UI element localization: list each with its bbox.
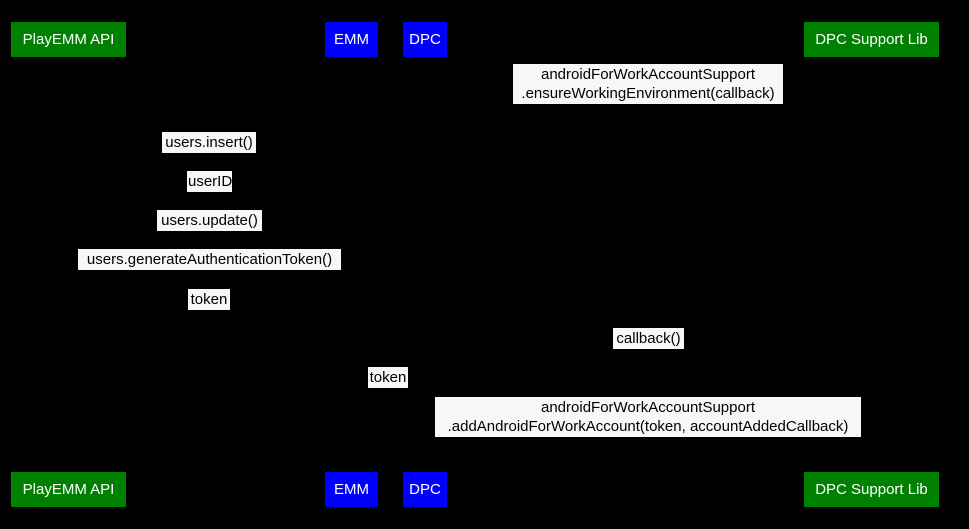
message-userid: userID [187, 171, 233, 192]
actor-label: EMM [334, 481, 369, 498]
actor-label: PlayEMM API [22, 31, 115, 48]
actor-dpc-bottom[interactable]: DPC [403, 472, 447, 507]
actor-label: DPC [409, 481, 441, 498]
actor-emm-bottom[interactable]: EMM [325, 472, 378, 507]
message-add-android-for-work-account: androidForWorkAccountSupport .addAndroid… [435, 397, 861, 437]
actor-dpc-top[interactable]: DPC [403, 22, 447, 57]
actor-playemm-api-top[interactable]: PlayEMM API [11, 22, 126, 57]
message-users-insert: users.insert() [162, 132, 256, 153]
message-ensure-working-environment: androidForWorkAccountSupport .ensureWork… [513, 64, 783, 104]
actor-emm-top[interactable]: EMM [325, 22, 378, 57]
message-users-generate-authentication-token: users.generateAuthenticationToken() [78, 249, 341, 270]
actor-playemm-api-bottom[interactable]: PlayEMM API [11, 472, 126, 507]
message-callback: callback() [613, 328, 684, 349]
actor-label: DPC Support Lib [815, 481, 928, 498]
actor-label: DPC [409, 31, 441, 48]
actor-label: PlayEMM API [22, 481, 115, 498]
actor-dpc-support-lib-bottom[interactable]: DPC Support Lib [804, 472, 939, 507]
message-token-to-emm: token [188, 289, 230, 310]
actor-dpc-support-lib-top[interactable]: DPC Support Lib [804, 22, 939, 57]
message-users-update: users.update() [157, 210, 262, 231]
actor-label: DPC Support Lib [815, 31, 928, 48]
actor-label: EMM [334, 31, 369, 48]
message-token-to-dpc: token [368, 367, 408, 388]
